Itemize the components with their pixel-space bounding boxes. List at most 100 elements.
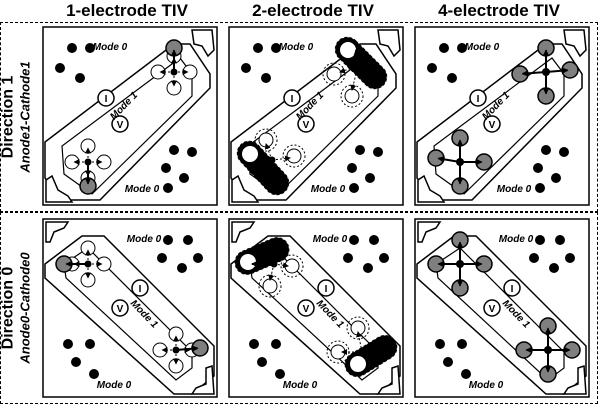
mode0-electrode-dot (435, 339, 445, 349)
voltage-meter (483, 299, 501, 317)
current-meter (469, 89, 487, 107)
row-label-direction-0: Direction 0 Anode0-Cathode0 (0, 212, 34, 404)
corner-bracket-bottom-right (562, 364, 587, 395)
mode1-channel-outline (230, 235, 401, 395)
electrode-pair-end (350, 356, 366, 372)
voltage-meter-label: V (117, 304, 124, 315)
active-current-arrow (437, 156, 461, 163)
mode0-electrode-dot (559, 147, 569, 157)
mode0-electrode-dot (363, 263, 373, 273)
mode0-label-top: Mode 0 (465, 42, 500, 53)
probe-arrow (268, 263, 275, 281)
current-meter-label: I (105, 94, 108, 105)
electrode-ring (80, 272, 96, 288)
panel-frame (414, 218, 590, 398)
mode0-electrode-dot (347, 163, 357, 173)
mode0-label-bottom: Mode 0 (311, 184, 346, 195)
voltage-meter (297, 115, 315, 133)
electrode-ring (64, 154, 80, 170)
current-meter (97, 89, 115, 107)
electrode-ring (96, 154, 112, 170)
column-title-2-electrode: 2-electrode TIV (252, 1, 374, 20)
mode0-electrode-dot (533, 163, 543, 173)
mode0-electrode-dot (373, 147, 383, 157)
mode0-electrode-dot (75, 73, 85, 83)
mode0-electrode-dot (249, 339, 259, 349)
direction-0-title: Direction 0 (0, 266, 18, 350)
voltage-meter (111, 115, 129, 133)
current-meter (131, 279, 149, 297)
direction-0-subtitle: Anode0-Cathode0 (18, 252, 34, 364)
corner-bracket-bottom-left (417, 174, 446, 203)
panel-frame (42, 218, 218, 398)
active-current-arrow (545, 67, 569, 74)
electrode-pair-top (334, 36, 388, 90)
electrode-ring-dashed (282, 144, 306, 168)
corner-bracket-bottom-right (190, 364, 215, 395)
mode0-electrode-dot (365, 173, 375, 183)
mode1-channel-outline (44, 235, 215, 395)
electrode-pair-end (340, 42, 356, 58)
electrode-ring (168, 358, 184, 374)
mode0-electrode-dot (253, 43, 263, 53)
mode0-electrode-dot (85, 339, 95, 349)
mode0-electrode-dot (257, 357, 267, 367)
row-direction-0 (0, 212, 598, 404)
electrode-ring (166, 80, 182, 96)
corner-bracket-top-left (45, 221, 70, 243)
mode0-electrode-dot (565, 253, 575, 263)
voltage-meter-label: V (489, 304, 496, 315)
corner-bracket-bottom-left (231, 174, 260, 203)
current-meter (503, 279, 521, 297)
electrode-ring (262, 278, 278, 294)
electrode-ring-dashed (346, 316, 370, 340)
current-meter-label: I (325, 284, 328, 295)
mode0-electrode-dot (55, 63, 65, 73)
corner-bracket-bottom-left (45, 174, 74, 203)
mode0-electrode-dot (541, 145, 551, 155)
electrode-ring (286, 148, 302, 164)
mode0-label-top: Mode 0 (279, 42, 314, 53)
mode0-electrode-dot (535, 235, 545, 245)
electrode-ring (350, 320, 366, 336)
corner-bracket-top-right (191, 29, 215, 58)
mode0-electrode-dot (443, 357, 453, 367)
current-meter (317, 279, 335, 297)
voltage-meter-label: V (303, 120, 310, 131)
mode0-electrode-dot (355, 145, 365, 155)
mode0-electrode-dot (169, 145, 179, 155)
mode0-electrode-dot (163, 235, 173, 245)
mode0-electrode-dot (457, 339, 467, 349)
electrode-ring-dashed (340, 84, 364, 108)
mode0-electrode-dot (193, 253, 203, 263)
electrode-ring (80, 240, 96, 256)
corner-bracket-top-right (377, 29, 401, 58)
mode0-electrode-dot (67, 43, 77, 53)
voltage-meter-label: V (117, 120, 124, 131)
mode0-electrode-dot (439, 43, 449, 53)
row-label-direction-1: Direction 1 Anode1-Cathode1 (0, 22, 34, 212)
mode0-electrode-dot (549, 263, 559, 273)
mode0-electrode-dot (447, 73, 457, 83)
probe-arrow (264, 143, 273, 161)
current-meter (283, 89, 301, 107)
mode0-electrode-dot (177, 263, 187, 273)
voltage-meter (483, 115, 501, 133)
column-title-1-electrode: 1-electrode TIV (66, 1, 188, 20)
electrode-pair-end (242, 146, 258, 162)
mode0-label-top: Mode 0 (313, 234, 348, 245)
mode0-electrode-dot (379, 253, 389, 263)
mode0-electrode-dot (551, 173, 561, 183)
electrode-ring (168, 326, 184, 342)
electrode-ring (96, 256, 112, 272)
mode0-electrode-dot (187, 147, 197, 157)
current-meter-label: I (511, 284, 514, 295)
electrode-ring-dashed (280, 254, 304, 278)
mode0-electrode-dot (71, 357, 81, 367)
direction-1-title: Direction 1 (0, 75, 18, 159)
mode0-electrode-dot (163, 183, 173, 193)
electrode-ring (326, 66, 342, 82)
